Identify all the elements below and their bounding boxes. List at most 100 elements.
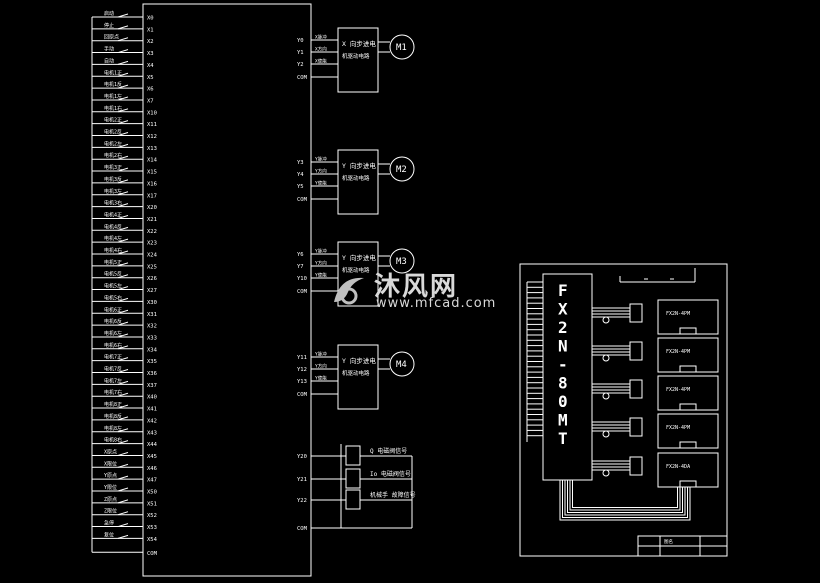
signal-label: Y方向	[315, 168, 327, 175]
signal-label: Y使能	[315, 375, 327, 382]
motor-label: M4	[396, 360, 407, 370]
motor-icon	[389, 248, 415, 274]
module-motor-icon	[602, 469, 610, 477]
module-motor-icon	[602, 354, 610, 362]
relay-coil-icon	[345, 489, 361, 510]
switch-contact-icon	[117, 499, 129, 504]
input-terminal: X47	[147, 478, 157, 484]
driver-box-label-2: 机驱动电路	[342, 52, 370, 60]
input-row: 电机7右 X40	[92, 389, 157, 401]
switch-contact-icon	[117, 84, 129, 89]
switch-contact-icon	[117, 297, 129, 302]
input-label: Z限位	[104, 508, 117, 515]
board-model-char: N	[558, 337, 568, 356]
input-label: 电机5左	[104, 283, 122, 290]
module-label: FX2N-4DA	[666, 464, 690, 470]
board-module: FX2N-4PM	[592, 413, 719, 449]
switch-contact-icon	[117, 428, 129, 433]
indicator-label: 机械手 故障信号	[370, 491, 416, 499]
connector-block	[679, 441, 697, 449]
input-terminal: X34	[147, 347, 158, 353]
board-model-char: 2	[558, 318, 568, 337]
module-motor-icon	[602, 430, 610, 438]
input-label: 电机7正	[104, 354, 122, 361]
input-row: 电机2左 X13	[92, 140, 157, 152]
input-terminal: X30	[147, 300, 157, 306]
switch-contact-icon	[117, 487, 129, 492]
input-label: 电机7左	[104, 377, 122, 384]
input-terminal: X13	[147, 146, 157, 152]
input-terminal: X4	[147, 63, 154, 69]
board-module: FX2N-4PM	[592, 299, 719, 335]
input-label: 电机3反	[104, 176, 122, 183]
input-label: 电机2左	[104, 140, 122, 147]
module-label: FX2N-4PM	[666, 349, 690, 355]
indicator-com-terminal: COM	[297, 526, 308, 532]
input-label: 电机5右	[104, 294, 122, 301]
input-label: X限位	[104, 460, 117, 467]
driver-box-label-1: X 向步进电	[342, 39, 376, 48]
signal-label: Y脉冲	[315, 351, 327, 358]
driver-box-label-1: Y 向步进电	[342, 161, 376, 170]
switch-contact-icon	[117, 214, 129, 219]
output-com-terminal: COM	[297, 392, 308, 398]
switch-contact-icon	[117, 262, 129, 267]
motor-icon	[389, 156, 415, 182]
watermark-url: www.mfcad.com	[376, 296, 497, 311]
module-label: FX2N-4PM	[666, 387, 690, 393]
input-label: 电机6反	[104, 318, 122, 325]
relay-block	[629, 456, 643, 476]
connector-block	[679, 403, 697, 411]
input-label: 电机8右	[104, 437, 122, 444]
switch-contact-icon	[117, 226, 129, 231]
input-label: 电机8反	[104, 413, 122, 420]
signal-label: Y使能	[315, 180, 327, 187]
input-terminal: X12	[147, 134, 157, 140]
switch-contact-icon	[117, 25, 129, 30]
signal-label: Y使能	[315, 272, 327, 279]
switch-contact-icon	[117, 250, 129, 255]
input-label: 电机4右	[104, 247, 122, 254]
switch-contact-icon	[117, 369, 129, 373]
input-label: 电机8正	[104, 401, 122, 408]
input-terminal: X11	[147, 122, 157, 128]
input-terminal: X40	[147, 395, 157, 401]
input-label: 电机4反	[104, 223, 122, 230]
signal-label: Y方向	[315, 260, 327, 267]
switch-contact-icon	[117, 96, 129, 101]
board-module: FX2N-4DA	[592, 452, 719, 488]
switch-contact-icon	[117, 416, 129, 421]
input-label: Z原点	[104, 497, 117, 503]
switch-contact-icon	[117, 440, 129, 445]
switch-contact-icon	[117, 475, 129, 480]
input-row: 电机5右 X30	[92, 294, 157, 306]
board-model-char: -	[558, 355, 568, 374]
input-terminal: X54	[147, 537, 158, 543]
output-com-terminal: COM	[297, 289, 308, 295]
board-cable	[559, 480, 691, 521]
signal-label: Y脉冲	[315, 248, 327, 255]
driver-box	[337, 241, 379, 307]
input-terminal: X53	[147, 525, 157, 531]
input-label: 电机7右	[104, 389, 122, 396]
switch-contact-icon	[117, 108, 129, 113]
